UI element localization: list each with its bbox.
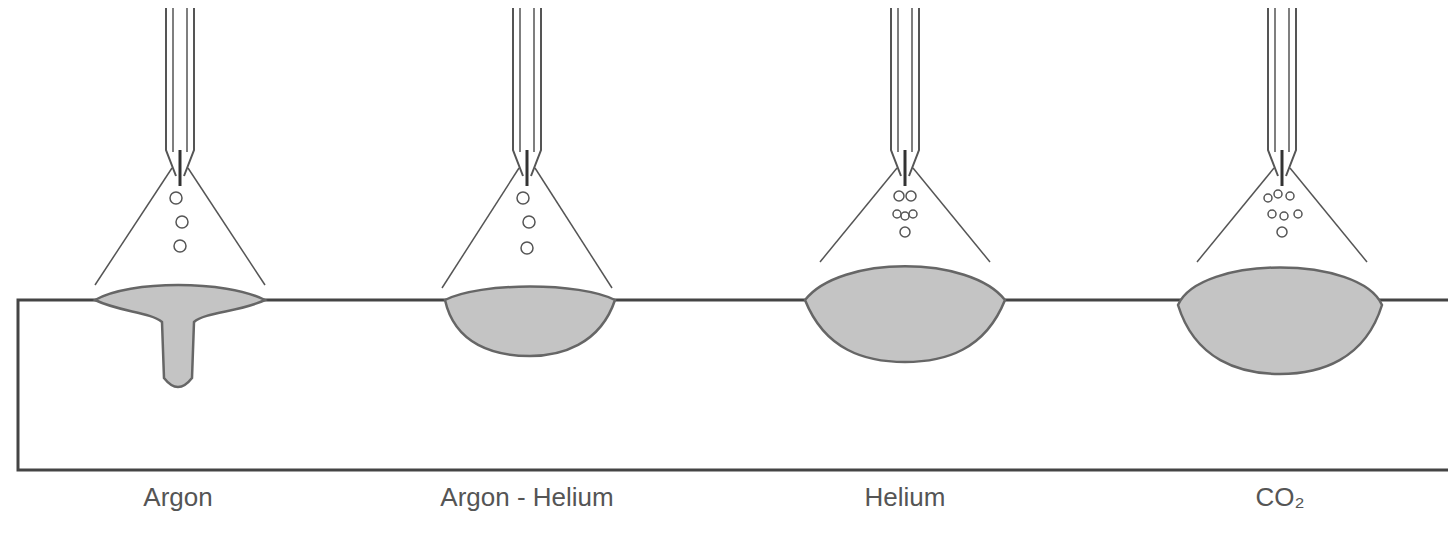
helium-bead xyxy=(805,266,1005,362)
weld-beads xyxy=(95,266,1382,387)
argon-bead xyxy=(95,285,265,387)
co2-bead xyxy=(1178,268,1382,375)
gas-label: CO₂ xyxy=(1255,482,1304,513)
gas-label: Argon - Helium xyxy=(440,482,613,513)
welding-torch xyxy=(442,8,612,288)
welding-torch xyxy=(95,8,265,285)
gas-label: Helium xyxy=(865,482,946,513)
welding-torch xyxy=(1197,8,1367,262)
argon-helium-bead xyxy=(445,287,615,357)
gas-label: Argon xyxy=(143,482,212,513)
welding-torch xyxy=(820,8,990,262)
